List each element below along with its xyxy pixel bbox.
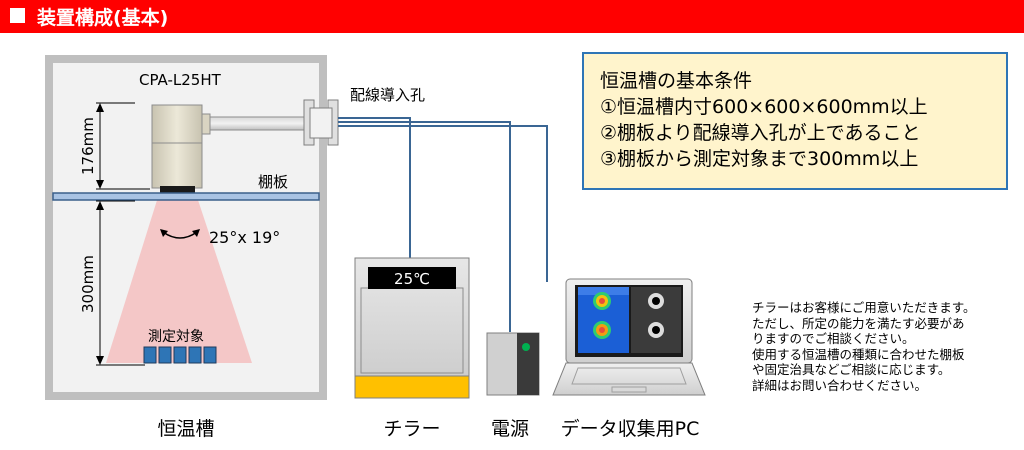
shelf-label: 棚板	[258, 173, 288, 191]
note-line: チラーはお客様にご用意いただきます。	[752, 300, 976, 315]
pc-label: データ収集用PC	[561, 418, 700, 440]
chiller-unit	[354, 257, 470, 399]
condition-item: ③棚板から測定対象まで300mm以上	[600, 148, 919, 170]
note-line: 使用する恒温槽の種類に合わせた棚板	[752, 346, 965, 362]
shelf	[52, 192, 320, 201]
field-of-view-label: 25°x 19°	[209, 228, 280, 247]
power-led-icon	[522, 343, 530, 351]
conditions-box: 恒温槽の基本条件 ①恒温槽内寸600×600×600mm以上 ②棚板より配線導入…	[582, 52, 1008, 190]
camera-model-label: CPA-L25HT	[139, 71, 222, 89]
page-title: 装置構成(基本)	[37, 7, 169, 29]
measurement-targets	[143, 346, 217, 364]
chamber-label: 恒温槽	[157, 418, 214, 440]
note-text: チラーはお客様にご用意いただきます。 ただし、所定の能力を満たす必要があ ります…	[752, 300, 1017, 393]
chiller-temperature-display: 25℃	[394, 270, 430, 288]
header-bar: 装置構成(基本)	[0, 0, 1024, 33]
angle-arc	[160, 229, 200, 239]
condition-item: ①恒温槽内寸600×600×600mm以上	[600, 96, 928, 118]
cables	[338, 117, 548, 332]
power-label: 電源	[491, 418, 529, 440]
cable-pipe	[204, 99, 339, 146]
chiller-label: チラー	[383, 418, 440, 440]
dimension-label-bottom: 300mm	[79, 255, 97, 313]
power-supply-unit	[486, 332, 540, 396]
conditions-title: 恒温槽の基本条件	[600, 70, 753, 92]
wiring-port-label: 配線導入孔	[350, 86, 425, 104]
target-label: 測定対象	[148, 329, 204, 345]
field-of-view-cone	[106, 197, 252, 363]
note-line: りますのでご相談ください。	[752, 331, 915, 346]
dimension-lines	[96, 102, 150, 366]
camera-unit	[151, 104, 211, 193]
laptop-pc	[552, 278, 706, 396]
bullet-square-icon	[10, 8, 25, 23]
condition-item: ②棚板より配線導入孔が上であること	[600, 122, 921, 144]
note-line: や固定治具などご相談に応じます。	[752, 362, 951, 377]
note-line: ただし、所定の能力を満たす必要があ	[752, 315, 965, 331]
note-line: 詳細はお問い合わせください。	[752, 377, 928, 393]
dimension-label-top: 176mm	[79, 117, 97, 175]
